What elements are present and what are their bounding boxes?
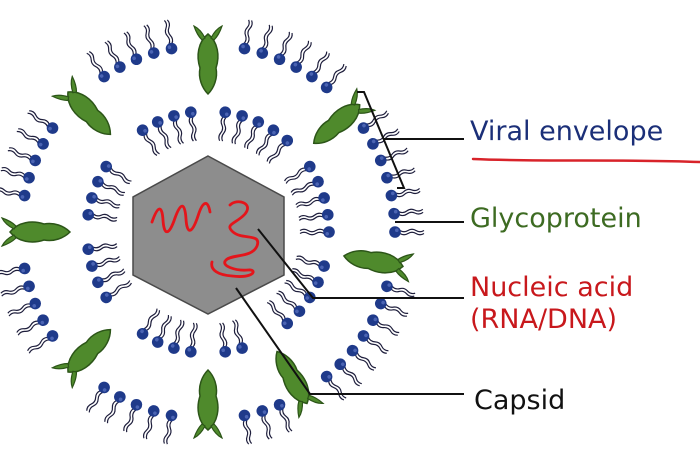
glycoprotein-spike xyxy=(340,241,415,283)
outer-phospholipid xyxy=(317,60,351,97)
outer-phospholipid xyxy=(5,295,44,321)
inner-phospholipid xyxy=(263,297,297,333)
glycoprotein-spike xyxy=(51,318,122,389)
outer-phospholipid xyxy=(100,388,129,426)
outer-phospholipid xyxy=(159,18,179,57)
outer-phospholipid xyxy=(139,23,162,61)
outer-phospholipid xyxy=(287,38,316,76)
outer-phospholipid xyxy=(254,23,277,61)
capsid-label: Capsid xyxy=(474,385,566,416)
glycoprotein-spike xyxy=(303,88,376,155)
outer-phospholipid xyxy=(159,407,179,446)
outer-phospholipid xyxy=(0,163,37,186)
outer-phospholipid xyxy=(119,29,145,68)
inner-phospholipid xyxy=(297,207,335,226)
outer-phospholipid xyxy=(372,295,411,321)
outer-phospholipid xyxy=(303,48,334,86)
capsid-hexagon-icon xyxy=(132,155,285,315)
inner-phospholipid xyxy=(84,251,122,274)
inner-phospholipid xyxy=(227,108,250,146)
inner-phospholipid xyxy=(183,321,202,359)
nucleic-acid-label-line2: (RNA/DNA) xyxy=(470,304,618,335)
inner-phospholipid xyxy=(81,238,119,257)
outer-phospholipid xyxy=(364,311,402,340)
rna-strand-icon xyxy=(210,200,260,278)
outer-phospholipid xyxy=(354,327,392,358)
viral-envelope-underline xyxy=(471,157,700,164)
inner-phospholipid xyxy=(166,318,189,356)
outer-phospholipid xyxy=(331,355,366,390)
viral-envelope-label: Viral envelope xyxy=(470,116,664,147)
inner-phospholipid xyxy=(214,105,233,143)
capsid-leader xyxy=(235,287,464,395)
outer-phospholipid xyxy=(24,106,62,137)
nucleic-acid-label: Nucleic acid (RNA/DNA) xyxy=(470,272,633,336)
nucleic-leader xyxy=(257,228,464,299)
outer-phospholipid xyxy=(237,18,257,57)
outer-phospholipid xyxy=(254,403,277,441)
outer-phospholipid xyxy=(387,204,425,221)
inner-phospholipid xyxy=(84,190,122,213)
rna-strand-icon xyxy=(150,202,212,234)
inner-phospholipid xyxy=(227,318,250,356)
inner-phospholipid xyxy=(299,225,336,239)
glycoprotein-spike xyxy=(264,343,324,419)
outer-phospholipid xyxy=(82,48,113,86)
inner-phospholipid xyxy=(81,207,119,226)
outer-phospholipid xyxy=(100,38,129,76)
outer-phospholipid xyxy=(14,311,52,340)
glycoprotein-label: Glycoprotein xyxy=(470,203,642,234)
outer-phospholipid xyxy=(0,278,37,301)
label-leader-lines xyxy=(235,91,464,395)
inner-phospholipid xyxy=(166,108,189,146)
outer-phospholipid xyxy=(139,403,162,441)
glycoprotein-spike xyxy=(193,369,223,439)
inner-phospholipid xyxy=(294,190,332,213)
glycoprotein-spike xyxy=(51,75,122,146)
outer-phospholipid xyxy=(119,396,145,435)
outer-phospholipid xyxy=(237,407,257,446)
outer-phospholipid xyxy=(388,225,425,239)
outer-phospholipid xyxy=(24,327,62,358)
outer-phospholipid xyxy=(343,341,380,375)
glycoprotein-spike xyxy=(1,217,71,247)
inner-phospholipid xyxy=(214,321,233,359)
outer-phospholipid xyxy=(5,143,44,169)
nucleic-acid-label-line1: Nucleic acid xyxy=(470,272,634,303)
outer-phospholipid xyxy=(271,396,297,435)
inner-phospholipid xyxy=(294,251,332,274)
outer-phospholipid xyxy=(0,183,33,203)
outer-phospholipid xyxy=(271,29,297,68)
inner-phospholipid xyxy=(183,105,202,143)
outer-phospholipid xyxy=(0,261,33,281)
outer-phospholipid xyxy=(82,378,113,416)
outer-phospholipid xyxy=(14,124,52,153)
glycoprotein-spike xyxy=(193,25,223,95)
